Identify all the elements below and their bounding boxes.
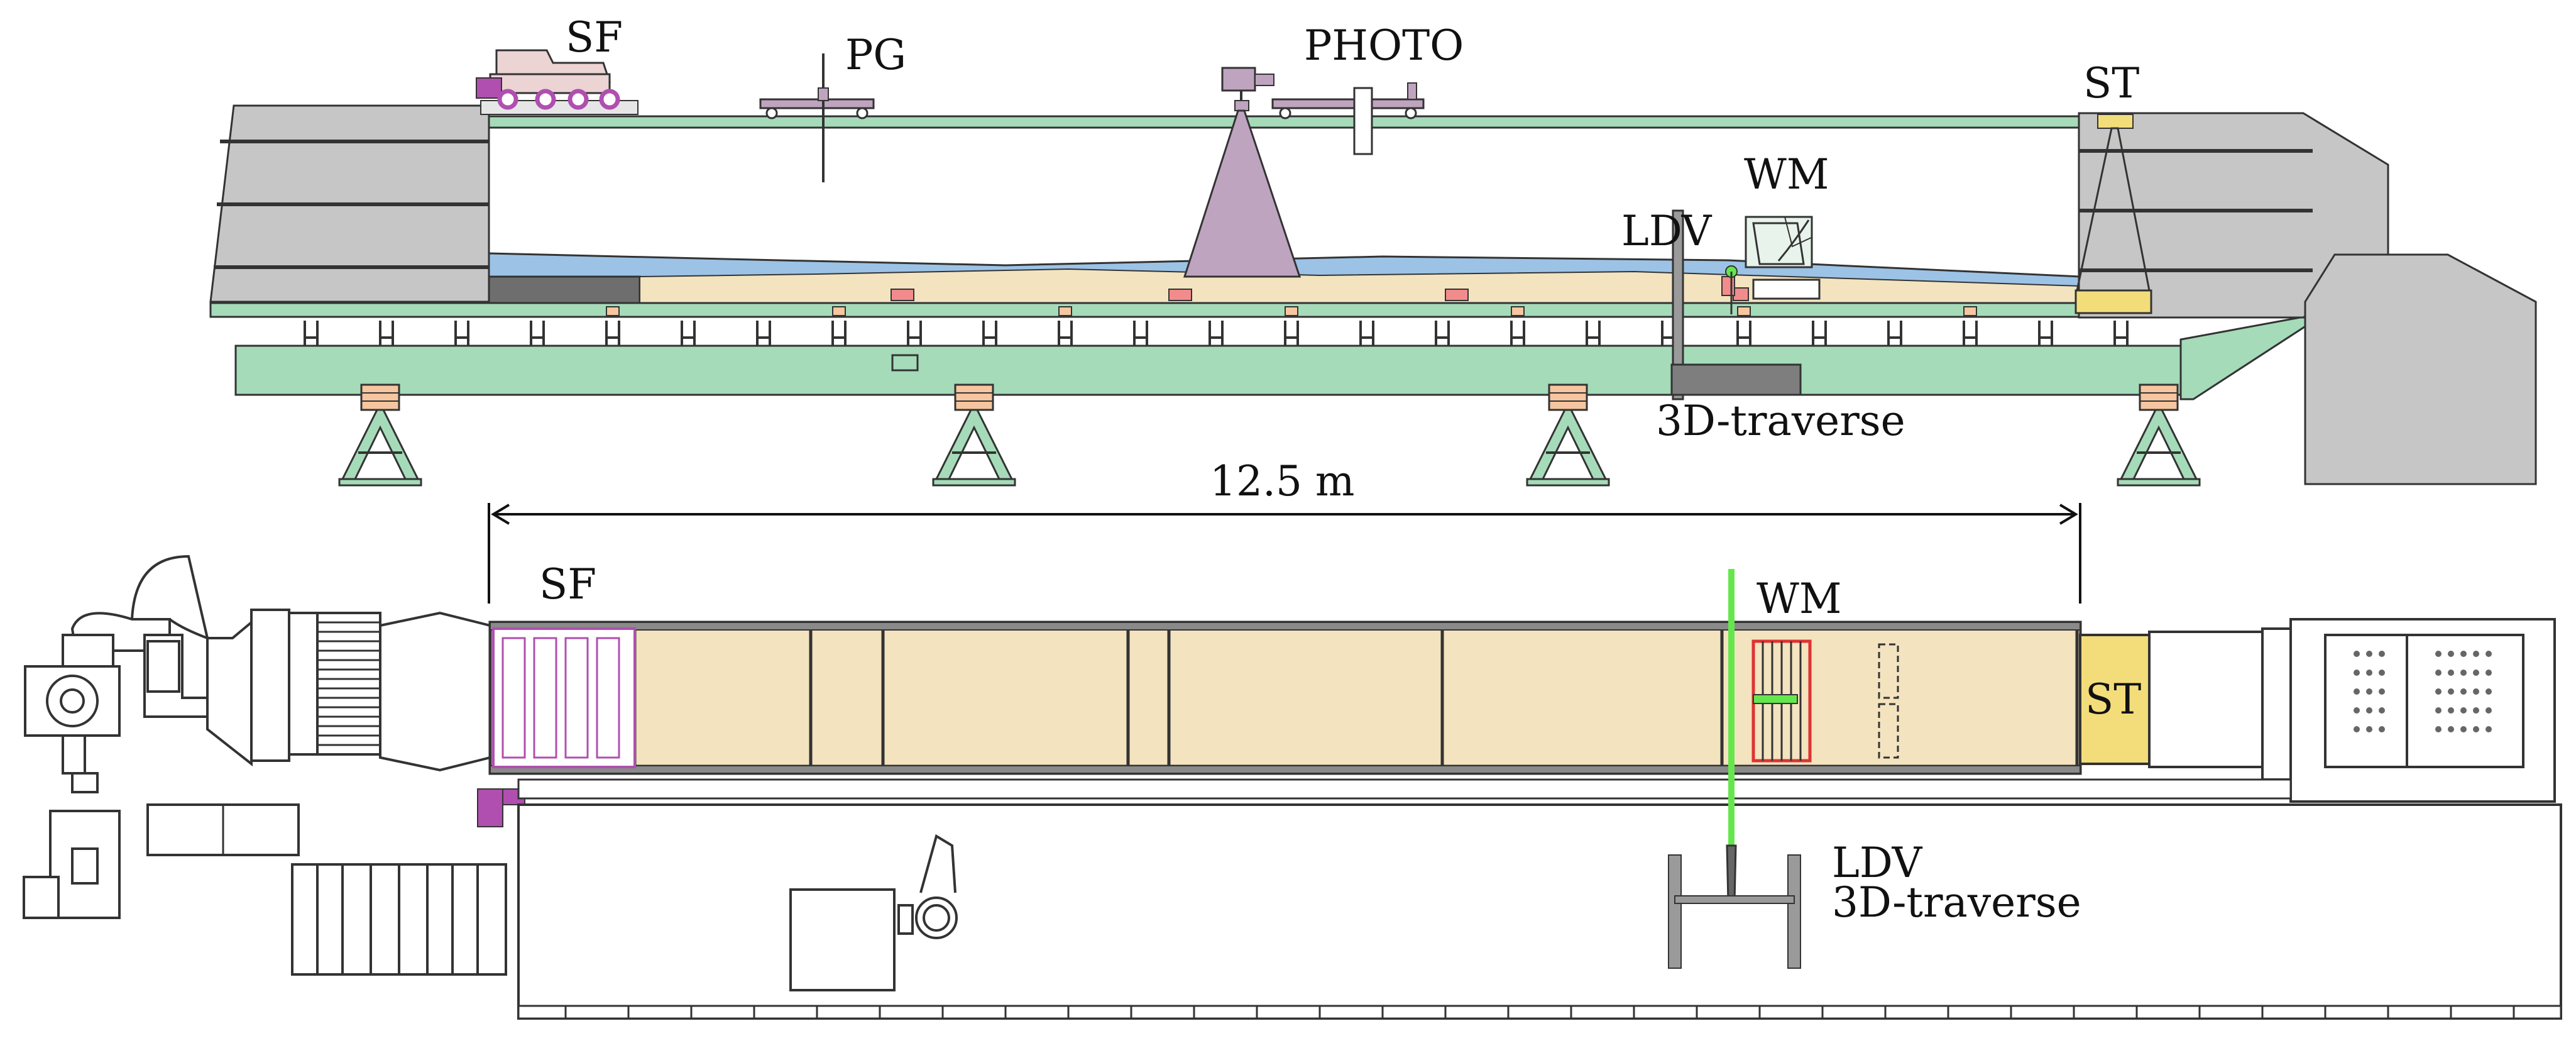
label-st-top: ST — [2085, 675, 2141, 724]
workstation-desk — [789, 888, 896, 991]
main-girder — [234, 345, 2182, 396]
label-st-side: ST — [2083, 59, 2139, 108]
sediment-feeder-top — [477, 627, 636, 827]
stairs — [291, 863, 507, 976]
outlet-tank — [2075, 112, 2389, 319]
ldv-traverse-top — [1668, 569, 1801, 969]
operator-chair — [897, 834, 958, 939]
wave-maker-top — [1751, 639, 1899, 763]
inlet-dark-block — [488, 275, 641, 304]
label-sf-side: SF — [566, 13, 623, 62]
photo-carriage — [1183, 67, 1425, 278]
ldv-traverse-side — [1670, 209, 1802, 400]
label-traverse-side: 3D-traverse — [1656, 397, 1905, 445]
label-pg: PG — [845, 31, 906, 79]
dimension-line — [488, 503, 2081, 604]
label-photo: PHOTO — [1304, 21, 1464, 70]
platform-railing-ticks — [564, 1006, 2515, 1018]
pump-system — [23, 554, 253, 919]
side-view — [209, 49, 2537, 487]
label-dimension: 12.5 m — [1210, 457, 1355, 505]
outlet-sump — [2304, 253, 2537, 485]
flume-floor — [209, 302, 2298, 318]
label-traverse-top: 3D-traverse — [1832, 878, 2081, 927]
inlet-honeycomb — [250, 609, 491, 772]
top-view — [23, 503, 2562, 1020]
trestles — [338, 383, 2201, 487]
point-gauge-carriage — [759, 53, 875, 182]
label-ldv-top: LDV — [1832, 839, 1923, 887]
sand-bed-top — [633, 627, 2081, 767]
label-ldv-side: LDV — [1621, 207, 1713, 255]
sediment-feeder-side — [476, 49, 639, 115]
camera-view-cone — [1183, 109, 1302, 278]
label-wm-side: WM — [1744, 150, 1829, 199]
outlet-top — [2148, 618, 2556, 803]
wave-maker-side — [1745, 216, 1821, 300]
label-wm-top: WM — [1757, 575, 1841, 623]
sediment-trap-top — [2079, 634, 2151, 765]
label-sf-top: SF — [539, 560, 596, 609]
